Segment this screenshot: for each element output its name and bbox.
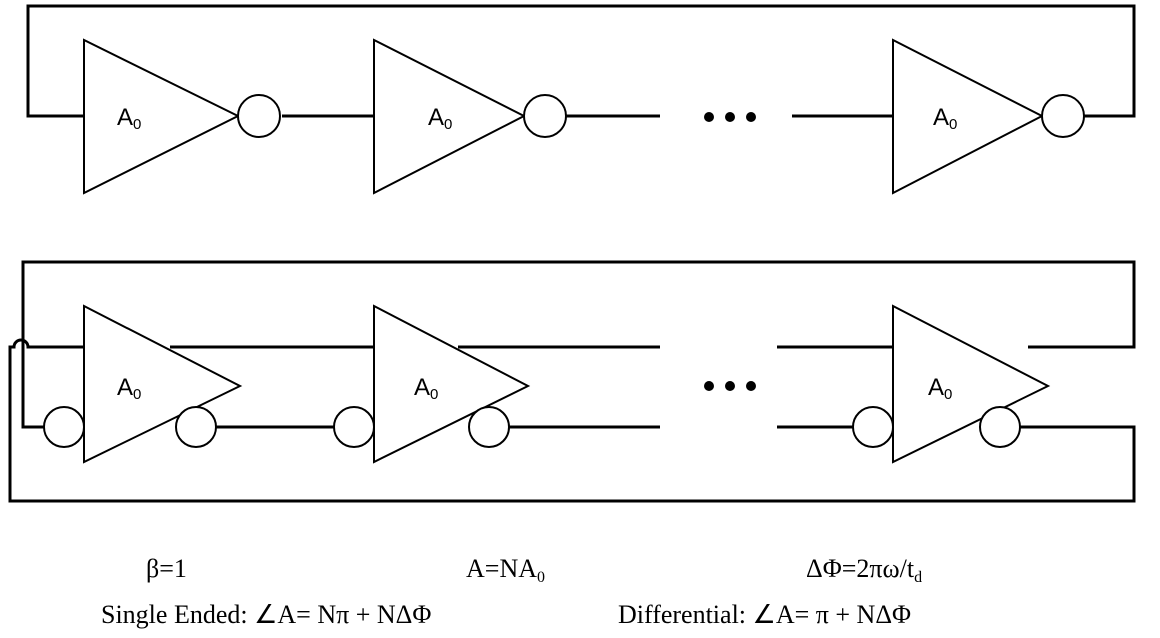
gain-equation: A=NA0 (466, 554, 545, 586)
ellipsis-dot-1 (704, 112, 714, 122)
ellipsis-dot-2 (725, 112, 735, 122)
diff-ellipsis-dot-2 (725, 381, 735, 391)
diff-stage-label-1: A0 (117, 374, 142, 403)
feedback-wire-inner (21, 260, 1136, 429)
diff-ellipsis-dot-3 (746, 381, 756, 391)
single-ended-equation: Single Ended: ∠A= Nπ + NΔΦ (101, 600, 432, 629)
inverter-bubble-1 (237, 94, 281, 138)
differential-equation: Differential: ∠A= π + NΔΦ (618, 600, 912, 629)
stage-label-2: A0 (428, 104, 453, 133)
feedback-wire-top (26, 4, 1136, 118)
amplifier-triangle-n (892, 38, 1045, 195)
differential-ring (8, 260, 1136, 503)
stage-label-n: A0 (933, 104, 958, 133)
stage-label-1: A0 (117, 104, 142, 133)
diff-output-bubble-2 (468, 406, 510, 448)
single-ended-ring (26, 4, 1136, 195)
feedback-wire-outer (8, 338, 1136, 503)
amplifier-triangle-2 (373, 38, 527, 195)
ellipsis-dot-3 (746, 112, 756, 122)
inverter-bubble-2 (523, 94, 567, 138)
diff-stage-label-2: A0 (414, 374, 439, 403)
amplifier-triangle-1 (83, 38, 241, 195)
diff-input-bubble-2 (333, 406, 375, 448)
phase-equation: ΔΦ=2πω/td (806, 554, 923, 586)
diff-ellipsis-dot-1 (704, 381, 714, 391)
diff-input-bubble-1 (43, 406, 85, 448)
diff-amplifier-triangle-n (892, 304, 1051, 464)
diff-amplifier-triangle-2 (373, 304, 531, 464)
beta-equation: β=1 (146, 554, 187, 583)
diff-input-bubble-n (852, 406, 894, 448)
diff-amplifier-triangle-1 (83, 304, 243, 464)
diff-output-bubble-n (979, 406, 1021, 448)
diff-output-bubble-1 (175, 406, 217, 448)
inverter-bubble-n (1041, 94, 1085, 138)
diff-stage-label-n: A0 (928, 374, 953, 403)
